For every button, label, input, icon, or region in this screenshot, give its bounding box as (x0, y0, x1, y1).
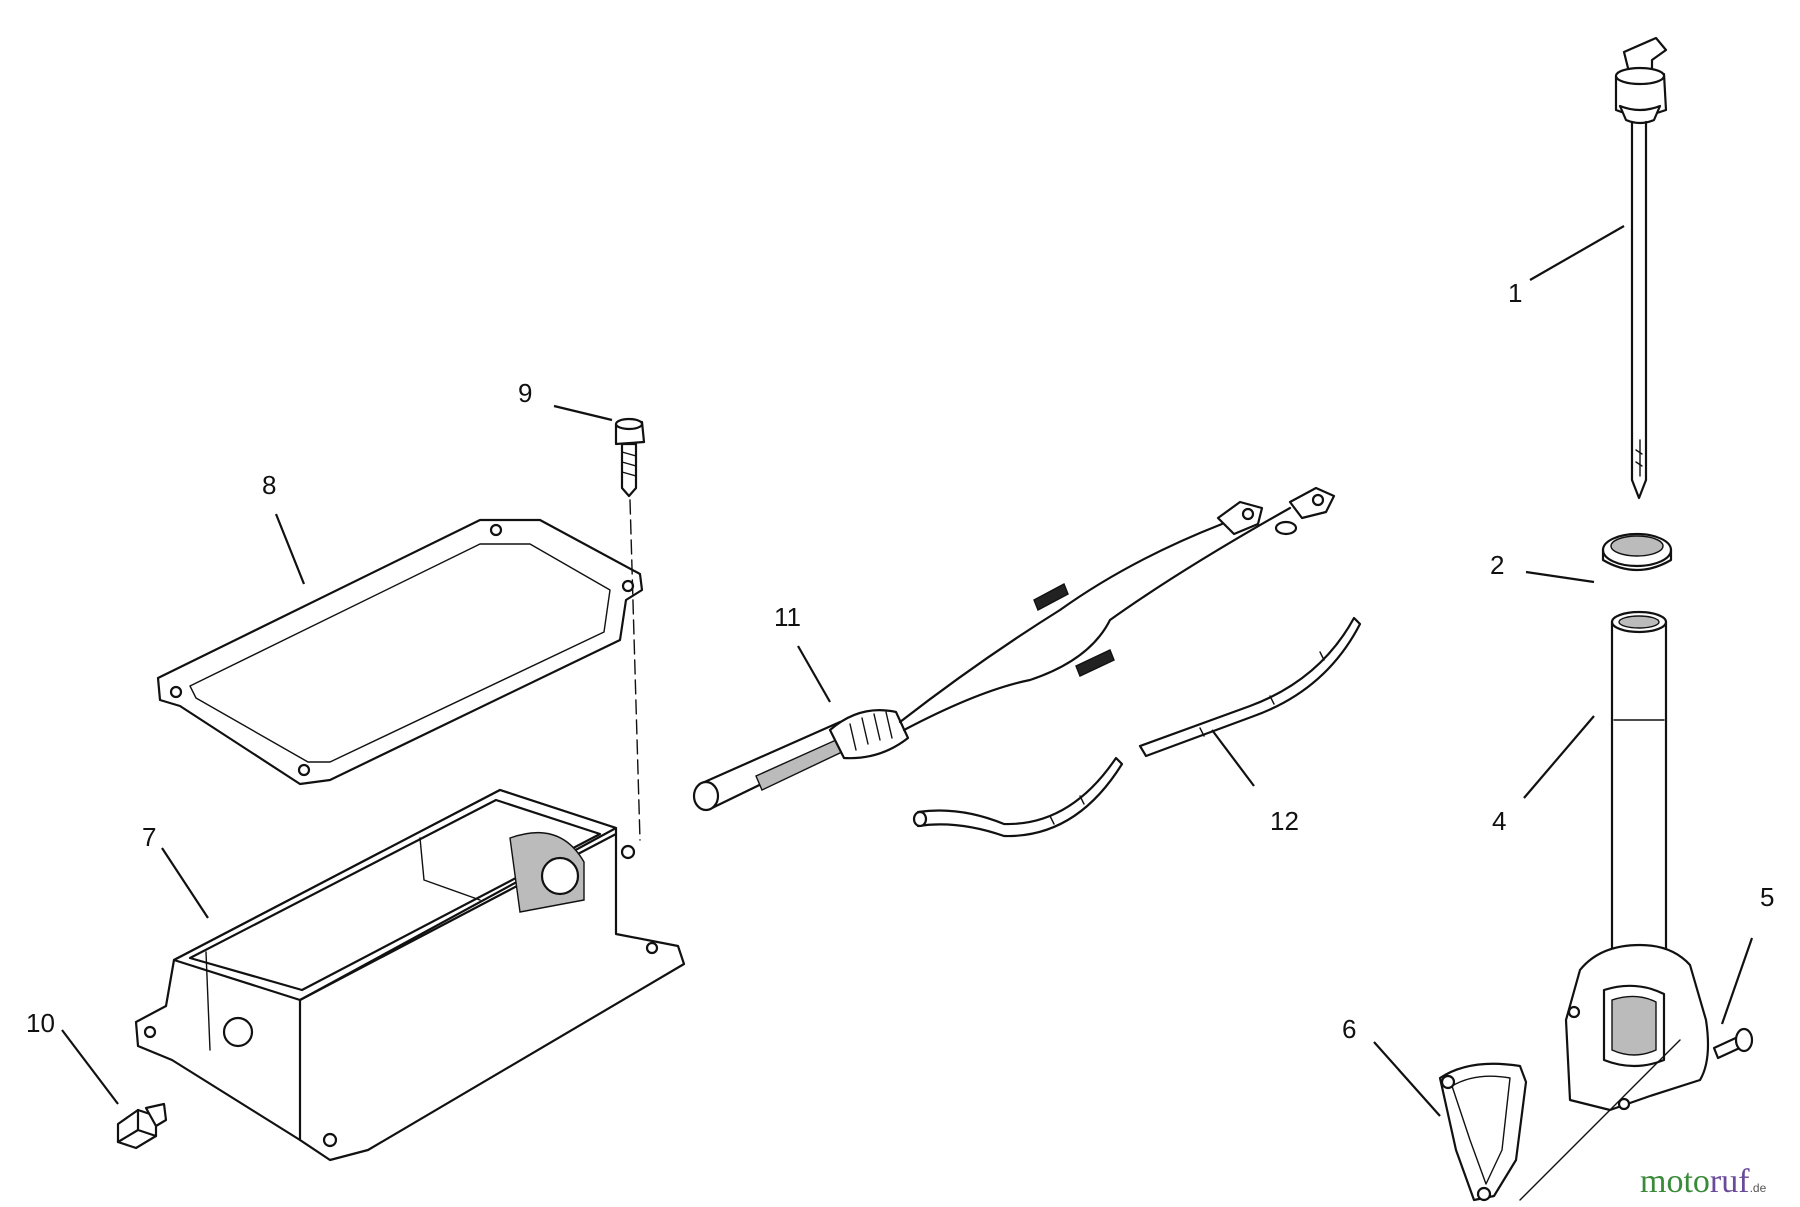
bolt-9 (614, 417, 646, 841)
gasket-6 (1438, 1062, 1528, 1202)
seal-ring (1601, 532, 1673, 571)
callout-2: 2 (1490, 550, 1504, 580)
callout-6: 6 (1342, 1014, 1356, 1044)
oil-pan (134, 788, 686, 1162)
gasket-8 (156, 518, 644, 786)
callout-7: 7 (142, 822, 156, 852)
callout-labels: 1 2 4 5 6 7 8 9 10 11 12 (26, 278, 1774, 1044)
rubber-strips (912, 616, 1362, 838)
filler-tube (1519, 610, 1710, 1201)
callout-9: 9 (518, 378, 532, 408)
callout-11: 11 (774, 602, 801, 632)
callout-8: 8 (262, 470, 276, 500)
callout-12: 12 (1270, 806, 1299, 836)
svg-text:motoruf.de: motoruf.de (1640, 1163, 1767, 1200)
callout-10: 10 (26, 1008, 55, 1038)
leader-lines (61, 225, 1754, 1117)
screw-5 (1712, 1027, 1754, 1060)
callout-1: 1 (1508, 278, 1522, 308)
oil-sensor (692, 486, 1336, 812)
callout-4: 4 (1492, 806, 1506, 836)
watermark-part-a: moto (1640, 1163, 1710, 1200)
watermark-part-b: ruf (1710, 1163, 1750, 1200)
dipstick (1614, 36, 1668, 500)
callout-5: 5 (1760, 882, 1774, 912)
watermark: motoruf.de (1640, 1163, 1767, 1200)
watermark-suffix: .de (1750, 1181, 1767, 1195)
drain-plug (116, 1102, 168, 1150)
